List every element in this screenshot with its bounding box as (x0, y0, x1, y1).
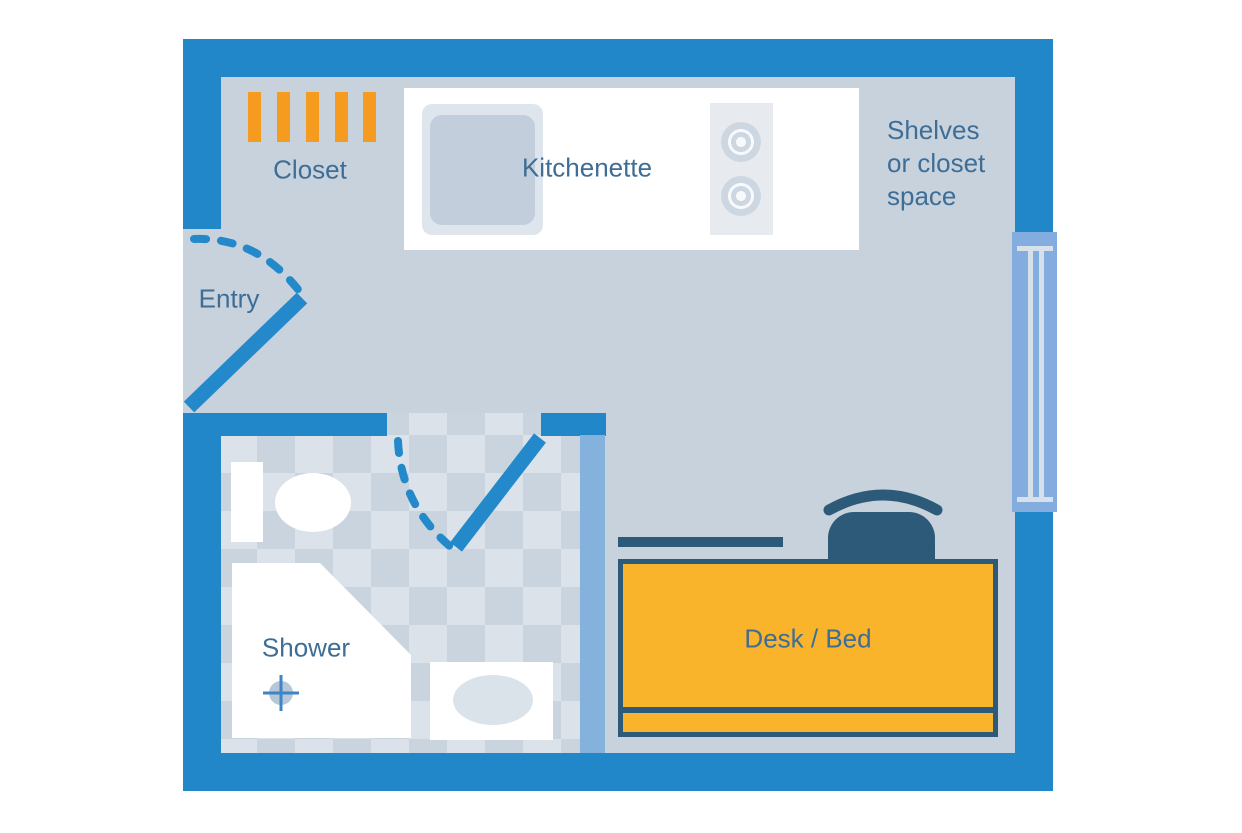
closet-label: Closet (273, 154, 347, 185)
window-glass-line (1028, 246, 1033, 497)
window (1012, 232, 1057, 512)
kitchenette-label: Kitchenette (521, 152, 653, 183)
stove-panel (710, 103, 773, 235)
bathroom-wall-left (183, 413, 387, 436)
stove-burner-icon (721, 176, 761, 216)
chair-seat (828, 512, 935, 560)
window-frame-line (1017, 497, 1053, 502)
desk-bed-edge (623, 713, 993, 732)
toilet-tank (231, 462, 263, 542)
bathroom-wall-stub (541, 413, 606, 436)
kitchenette-counter (404, 88, 859, 250)
wall-shelf (618, 537, 783, 547)
closet-hanger-bar (363, 92, 376, 142)
closet-hanger-bar (306, 92, 319, 142)
bathroom-sink (430, 662, 553, 740)
stove-burner-icon (721, 122, 761, 162)
closet-hanger-bar (335, 92, 348, 142)
window-frame-line (1017, 246, 1053, 251)
shelves-label: Shelves or closet space (887, 115, 986, 211)
desk-bed-label: Desk / Bed (744, 623, 872, 654)
kitchen-sink-basin (430, 115, 535, 225)
toilet-bowl (275, 473, 351, 532)
desk-bed (618, 559, 998, 737)
window-glass-line (1039, 246, 1044, 497)
desk-bed-surface (623, 564, 993, 707)
entry-opening (183, 229, 221, 413)
closet-hanger-bar (248, 92, 261, 142)
entry-label: Entry (198, 283, 260, 314)
bathroom-sink-basin (453, 675, 533, 725)
shower-label: Shower (261, 632, 351, 663)
closet-hanger-bar (277, 92, 290, 142)
bathroom-partition (580, 435, 605, 753)
